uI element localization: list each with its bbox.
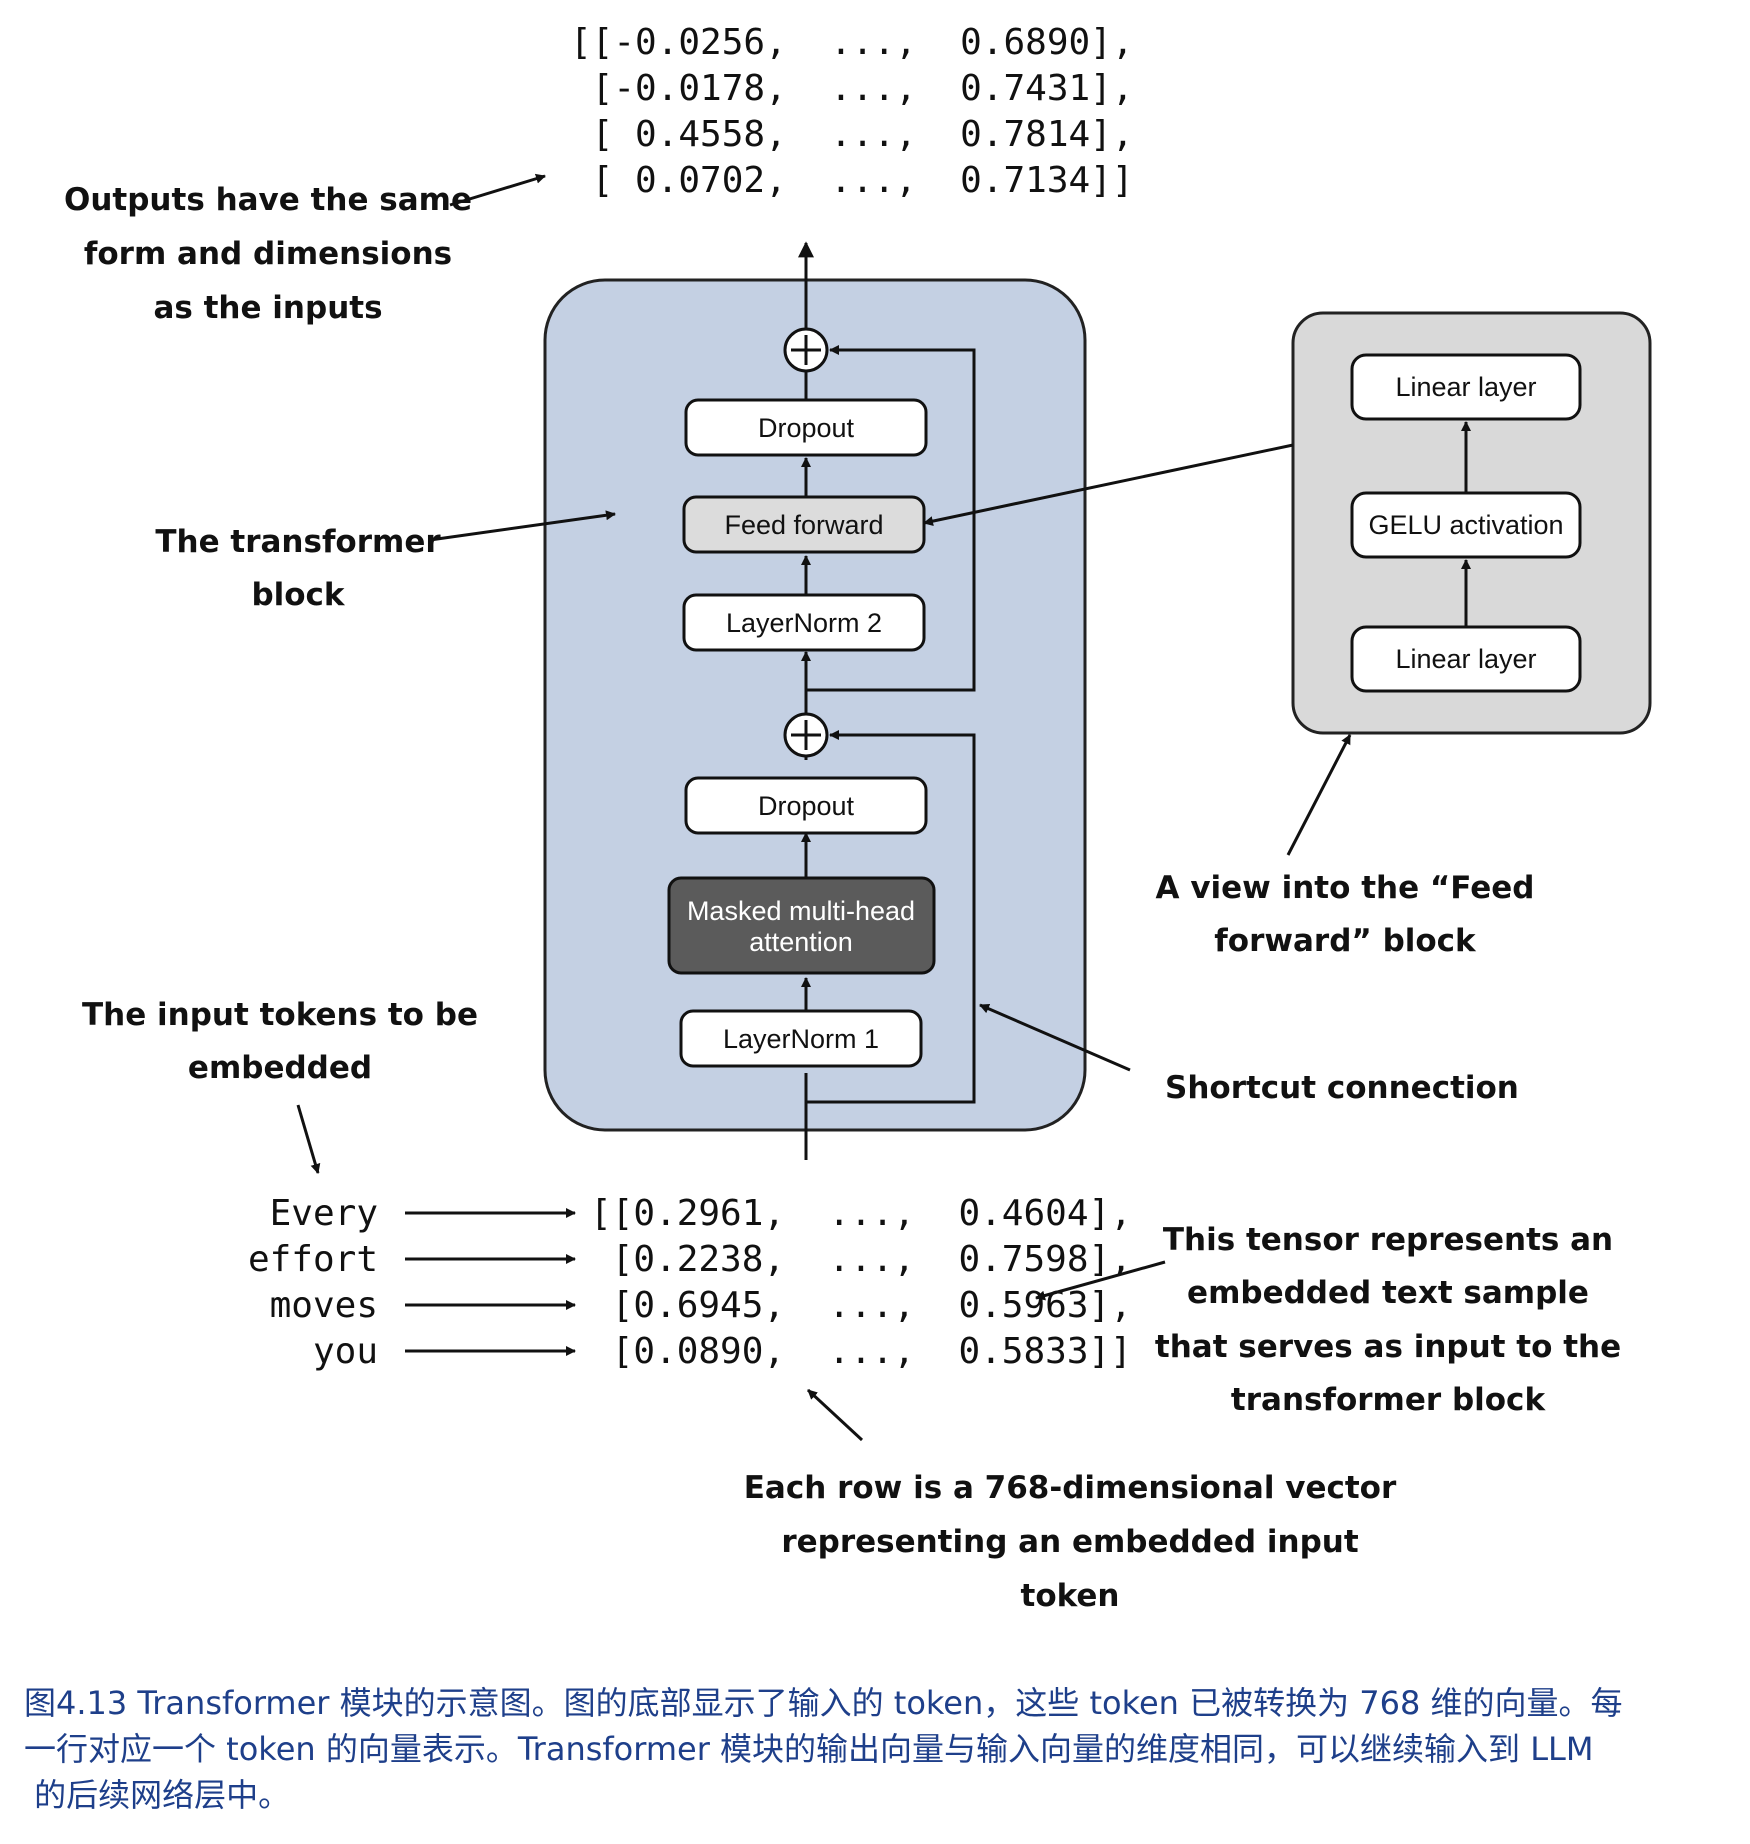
output-row: [[-0.0256, ..., 0.6890], xyxy=(570,22,1134,63)
annotation-line: A view into the “Feed xyxy=(1156,870,1535,906)
output-row: [ 0.4558, ..., 0.7814], xyxy=(570,114,1134,155)
feed-forward-box: Feed forward xyxy=(682,495,926,554)
layernorm2-box: LayerNorm 2 xyxy=(682,593,926,652)
input-row: [0.2238, ..., 0.7598], xyxy=(590,1239,1132,1280)
attention-label-line2: attention xyxy=(749,927,853,957)
gelu-label: GELU activation xyxy=(1368,510,1563,540)
annotation-line: forward” block xyxy=(1214,923,1477,959)
add-node-top xyxy=(783,327,829,373)
annotation-line: transformer block xyxy=(1231,1382,1547,1418)
annotation-line: Shortcut connection xyxy=(1165,1070,1519,1106)
caption-line: 图4.13 Transformer 模块的示意图。图的底部显示了输入的 toke… xyxy=(24,1684,1623,1722)
annotation-line: token xyxy=(1021,1578,1120,1614)
annotation-tensor: This tensor represents an embedded text … xyxy=(1155,1222,1621,1418)
dropout-bottom-label: Dropout xyxy=(758,791,855,821)
token-arrows xyxy=(405,1208,576,1356)
dropout-top-label: Dropout xyxy=(758,413,855,443)
layernorm1-box: LayerNorm 1 xyxy=(679,1009,923,1068)
linear-layer-bottom-box: Linear layer xyxy=(1350,625,1582,693)
annotation-line: block xyxy=(251,577,345,613)
annotation-line: Outputs have the same xyxy=(64,182,472,218)
annotation-line: embedded xyxy=(188,1050,372,1086)
token-label: Every xyxy=(270,1193,378,1234)
shortcut-lines xyxy=(806,345,976,1104)
figure-caption: 图4.13 Transformer 模块的示意图。图的底部显示了输入的 toke… xyxy=(24,1680,1724,1818)
annotation-line: form and dimensions xyxy=(84,236,452,272)
input-row: [0.6945, ..., 0.5963], xyxy=(590,1285,1132,1326)
output-row: [ 0.0702, ..., 0.7134]] xyxy=(570,160,1134,201)
annotation-shortcut: Shortcut connection xyxy=(1165,1070,1519,1106)
annotation-line: The transformer xyxy=(155,524,441,560)
caption-line: 一行对应一个 token 的向量表示。Transformer 模块的输出向量与输… xyxy=(24,1730,1594,1768)
annotation-arrows xyxy=(296,173,1352,1442)
output-row: [-0.0178, ..., 0.7431], xyxy=(570,68,1134,109)
layernorm1-label: LayerNorm 1 xyxy=(723,1024,879,1054)
caption-line: 的后续网络层中。 xyxy=(24,1776,291,1814)
annotation-line: Each row is a 768-dimensional vector xyxy=(744,1470,1397,1506)
annotation-line: as the inputs xyxy=(153,290,382,326)
annotation-line: embedded text sample xyxy=(1187,1275,1589,1311)
dropout-bottom-box: Dropout xyxy=(684,776,928,835)
input-tokens: Every effort moves you xyxy=(248,1193,378,1372)
annotation-line: The input tokens to be xyxy=(82,997,478,1033)
input-row: [0.0890, ..., 0.5833]] xyxy=(590,1331,1132,1372)
annotation-ff-view: A view into the “Feed forward” block xyxy=(1156,870,1535,959)
annotation-input-tokens: The input tokens to be embedded xyxy=(82,997,478,1086)
token-label: effort xyxy=(248,1239,378,1280)
annotation-line: that serves as input to the xyxy=(1155,1329,1621,1365)
input-row: [[0.2961, ..., 0.4604], xyxy=(590,1193,1132,1234)
token-label: moves xyxy=(270,1285,378,1326)
annotation-transformer-block: The transformer block xyxy=(155,524,441,613)
annotation-line: representing an embedded input xyxy=(781,1524,1359,1560)
annotation-line: This tensor represents an xyxy=(1163,1222,1613,1258)
linear-layer-bottom-label: Linear layer xyxy=(1395,644,1536,674)
attention-label-line1: Masked multi-head xyxy=(687,896,915,926)
token-label: you xyxy=(313,1331,378,1372)
input-matrix: [[0.2961, ..., 0.4604], [0.2238, ..., 0.… xyxy=(590,1193,1132,1372)
annotation-outputs: Outputs have the same form and dimension… xyxy=(64,182,472,326)
linear-layer-top-label: Linear layer xyxy=(1395,372,1536,402)
linear-layer-top-box: Linear layer xyxy=(1350,353,1582,421)
annotation-row: Each row is a 768-dimensional vector rep… xyxy=(744,1470,1397,1614)
feed-forward-label: Feed forward xyxy=(724,510,883,540)
dropout-top-box: Dropout xyxy=(684,398,928,457)
layernorm2-label: LayerNorm 2 xyxy=(726,608,882,638)
gelu-box: GELU activation xyxy=(1350,491,1582,559)
add-node-bottom xyxy=(783,712,829,758)
attention-box: Masked multi-head attention xyxy=(667,876,936,975)
output-matrix: [[-0.0256, ..., 0.6890], [-0.0178, ..., … xyxy=(570,22,1134,201)
